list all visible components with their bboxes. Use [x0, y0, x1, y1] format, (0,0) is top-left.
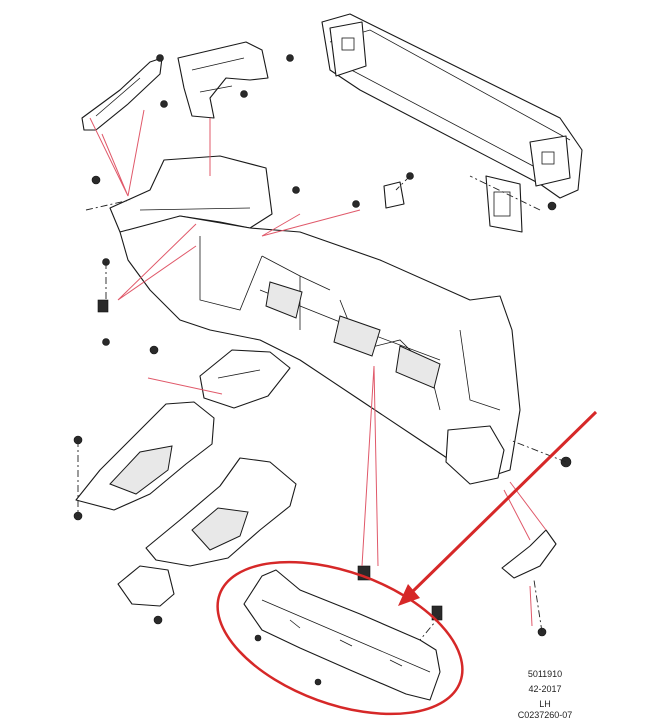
small-bracket-upper [383, 181, 405, 209]
clip-bottom-left [153, 615, 163, 625]
upper-center-bracket [177, 41, 269, 119]
right-lower-undertray [145, 457, 297, 567]
clip-center-left [160, 100, 168, 108]
reference-side: LH [539, 699, 551, 709]
reference-part-number: 5011910 [527, 669, 563, 679]
reference-issue: 42-2017 [528, 684, 562, 694]
beam-mounting-bracket [485, 175, 523, 233]
highlight-arrow [398, 410, 598, 606]
valance-rivet-2 [314, 678, 322, 686]
screw-top-left [156, 54, 164, 62]
upper-left-side-bracket [81, 57, 163, 131]
clip-left-1 [91, 175, 101, 185]
clip-left-4 [102, 338, 110, 346]
clip-center [240, 90, 248, 98]
screw-upper-right-1 [352, 200, 360, 208]
right-side-deflector [501, 529, 557, 579]
clip-center-lower [149, 345, 159, 355]
beam-nut [547, 201, 557, 211]
clip-left-3 [97, 299, 109, 313]
left-lower-undertray [75, 401, 215, 511]
highlight-ellipse [216, 560, 464, 716]
rear-bumper-cover [119, 215, 521, 485]
rear-lower-valance [243, 569, 441, 701]
assembly-centerlines [77, 175, 567, 641]
screw-top-center [286, 54, 294, 62]
screw-center-upper [292, 186, 300, 194]
lower-left-small-bracket [117, 565, 175, 607]
leader-lines [89, 109, 547, 627]
reference-code: C0237260-07 [517, 710, 573, 720]
center-lower-shield [199, 349, 291, 409]
bumper-reinforcement-beam [321, 13, 583, 199]
valance-rivet-1 [254, 634, 262, 642]
